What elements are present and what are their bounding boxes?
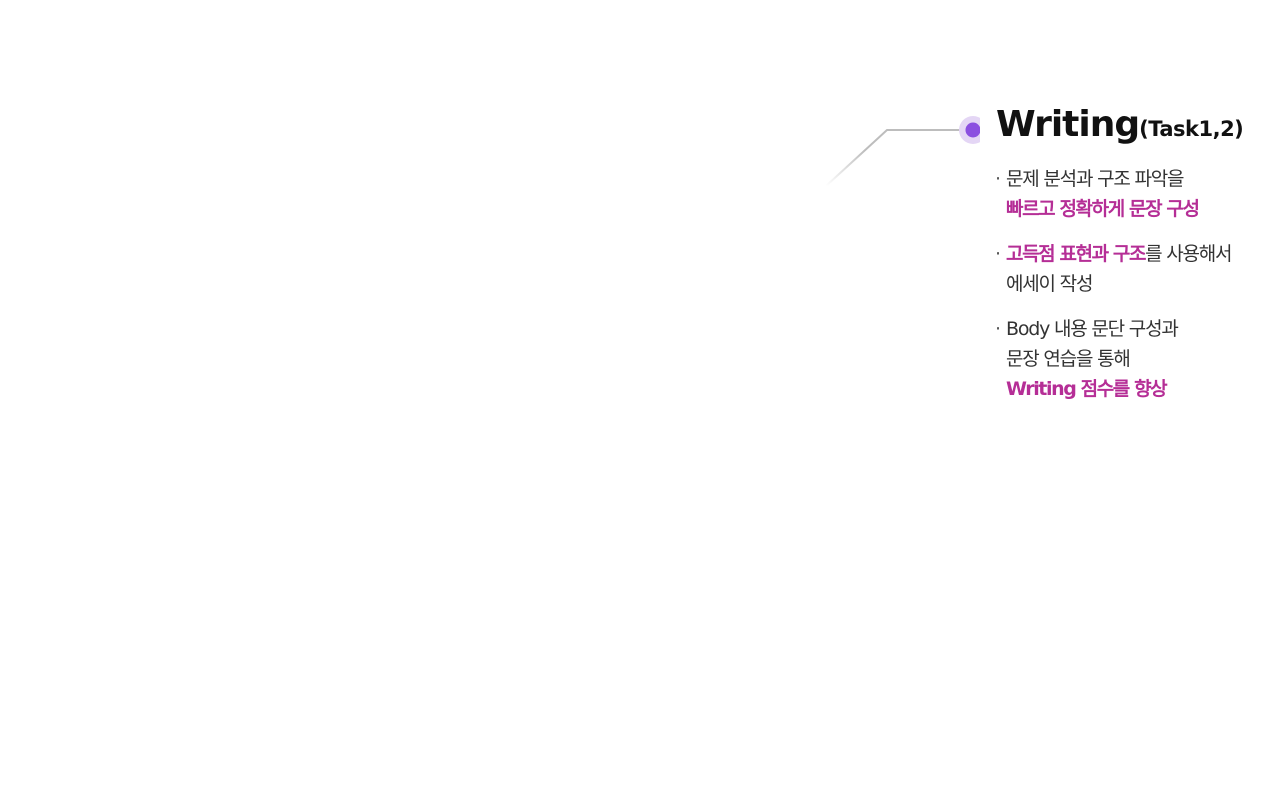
title-sub: (Task1,2) (1139, 117, 1244, 141)
bullet-dot: · (995, 168, 1001, 190)
bullet-highlight: 빠르고 정확하게 문장 구성 (1006, 198, 1200, 220)
bullet-text: 에세이 작성 (1006, 273, 1093, 295)
list-item: · 고득점 표현과 구조를 사용해서 에세이 작성 (995, 239, 1273, 299)
bullet-text: 문제 분석과 구조 파악을 (1006, 168, 1185, 190)
bullet-dot: · (995, 243, 1001, 265)
list-item: · Body 내용 문단 구성과 문장 연습을 통해 Writing 점수를 향… (995, 314, 1273, 404)
section-title: Writing(Task1,2) (996, 104, 1244, 145)
bullet-text: Body 내용 문단 구성과 (1006, 318, 1179, 340)
title-main: Writing (996, 104, 1140, 145)
feature-list: · 문제 분석과 구조 파악을 빠르고 정확하게 문장 구성 · 고득점 표현과… (995, 164, 1273, 419)
bullet-dot: · (995, 318, 1001, 340)
bullet-text: 를 사용해서 (1145, 243, 1232, 265)
bullet-highlight: Writing 점수를 향상 (1006, 378, 1168, 400)
list-item: · 문제 분석과 구조 파악을 빠르고 정확하게 문장 구성 (995, 164, 1273, 224)
bullet-text: 문장 연습을 통해 (1006, 348, 1131, 370)
timeline-dot-icon (959, 116, 980, 144)
connector-line (825, 116, 980, 187)
bullet-highlight: 고득점 표현과 구조 (1006, 243, 1146, 265)
